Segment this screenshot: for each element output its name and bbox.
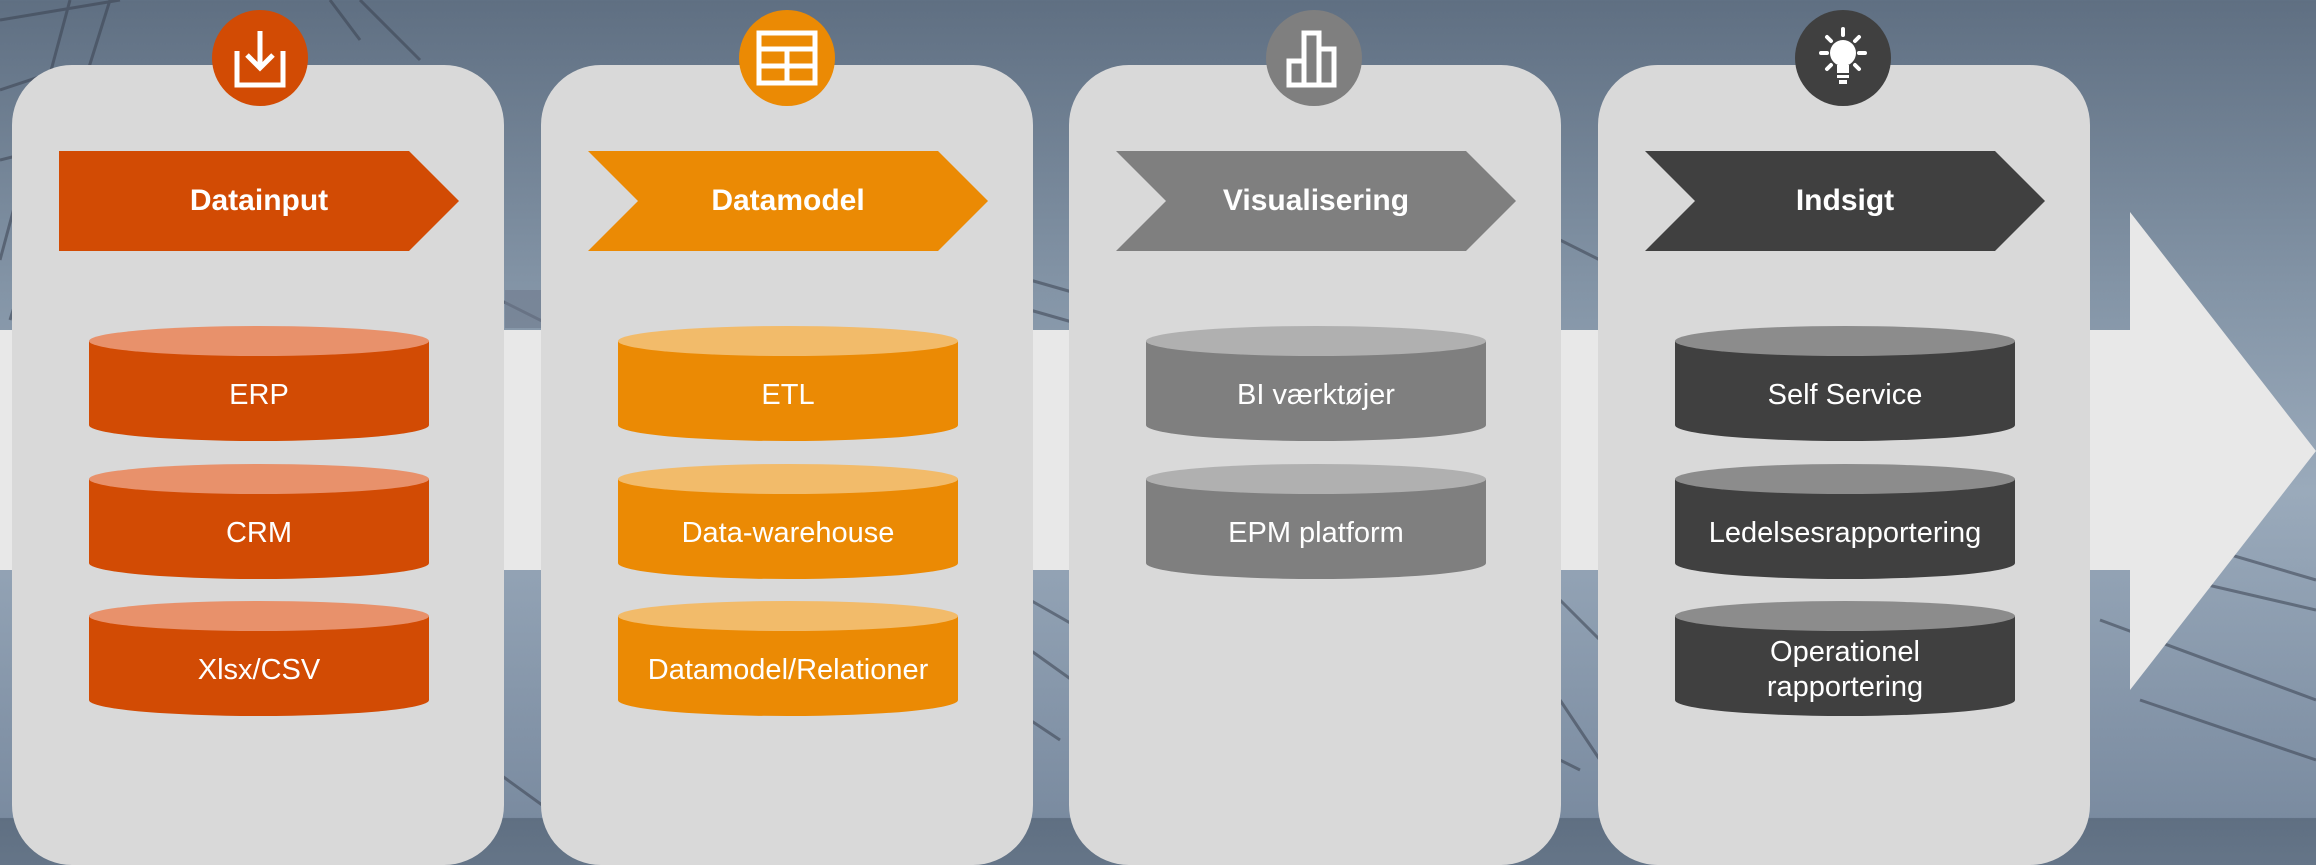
table-icon xyxy=(739,10,835,106)
datainput-item-xlsx-csv: Xlsx/CSV xyxy=(88,600,430,716)
item-label: Operationel rapportering xyxy=(1766,636,1924,703)
datamodel-item-etl: ETL xyxy=(617,325,959,441)
indsigt-item-ledelsesrapportering: Ledelsesrapportering xyxy=(1674,463,2016,579)
bar-chart-icon xyxy=(1266,10,1362,106)
stage-header-datainput: Datainput xyxy=(59,151,459,251)
item-label: Datamodel/Relationer xyxy=(647,653,929,686)
lightbulb-icon xyxy=(1795,10,1891,106)
item-label: BI værktøjer xyxy=(1237,378,1395,411)
item-label: Ledelsesrapportering xyxy=(1708,516,1982,549)
visualisering-item-bi: BI værktøjer xyxy=(1145,325,1487,441)
stage-title: Visualisering xyxy=(1222,184,1410,217)
flow-arrow-head xyxy=(2130,212,2316,690)
item-label: Xlsx/CSV xyxy=(197,653,321,686)
item-label: ETL xyxy=(761,378,815,411)
datainput-item-crm: CRM xyxy=(88,463,430,579)
item-label: EPM platform xyxy=(1228,516,1404,549)
stage-header-datamodel: Datamodel xyxy=(588,151,988,251)
datamodel-item-data-warehouse: Data-warehouse xyxy=(617,463,959,579)
item-label: ERP xyxy=(229,378,289,411)
datamodel-item-relationer: Datamodel/Relationer xyxy=(617,600,959,716)
item-label: Data-warehouse xyxy=(681,516,895,549)
stage-title: Datainput xyxy=(189,184,329,217)
indsigt-item-operationel: Operationel rapportering xyxy=(1674,600,2016,716)
stage-title: Indsigt xyxy=(1795,184,1895,217)
visualisering-item-epm: EPM platform xyxy=(1145,463,1487,579)
indsigt-item-self-service: Self Service xyxy=(1674,325,2016,441)
stage-header-visualisering: Visualisering xyxy=(1116,151,1516,251)
download-icon xyxy=(212,10,308,106)
stage-title: Datamodel xyxy=(711,184,865,217)
datainput-item-erp: ERP xyxy=(88,325,430,441)
stage-header-indsigt: Indsigt xyxy=(1645,151,2045,251)
item-label: CRM xyxy=(225,516,293,549)
item-label: Self Service xyxy=(1767,378,1923,411)
